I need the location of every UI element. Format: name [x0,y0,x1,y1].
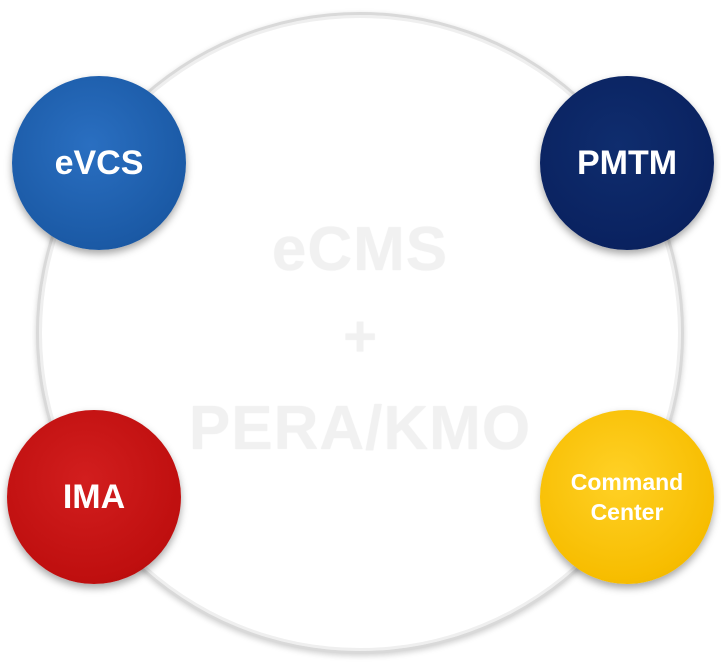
node-evcs-label: eVCS [54,143,144,182]
center-line-ecms: eCMS [271,215,449,284]
node-pmtm: PMTM [540,76,714,250]
center-line-plus: + [343,304,377,369]
node-evcs: eVCS [12,76,186,250]
node-command-center: Command Center [540,410,714,584]
node-command-center-label: Command Center [570,469,684,525]
node-pmtm-label: PMTM [576,143,678,182]
center-line-pera-kmo: PERA/KMO [188,394,532,463]
center-label: eCMS + PERA/KMO [150,200,570,484]
node-ima-label: IMA [62,477,126,516]
node-ima: IMA [7,410,181,584]
